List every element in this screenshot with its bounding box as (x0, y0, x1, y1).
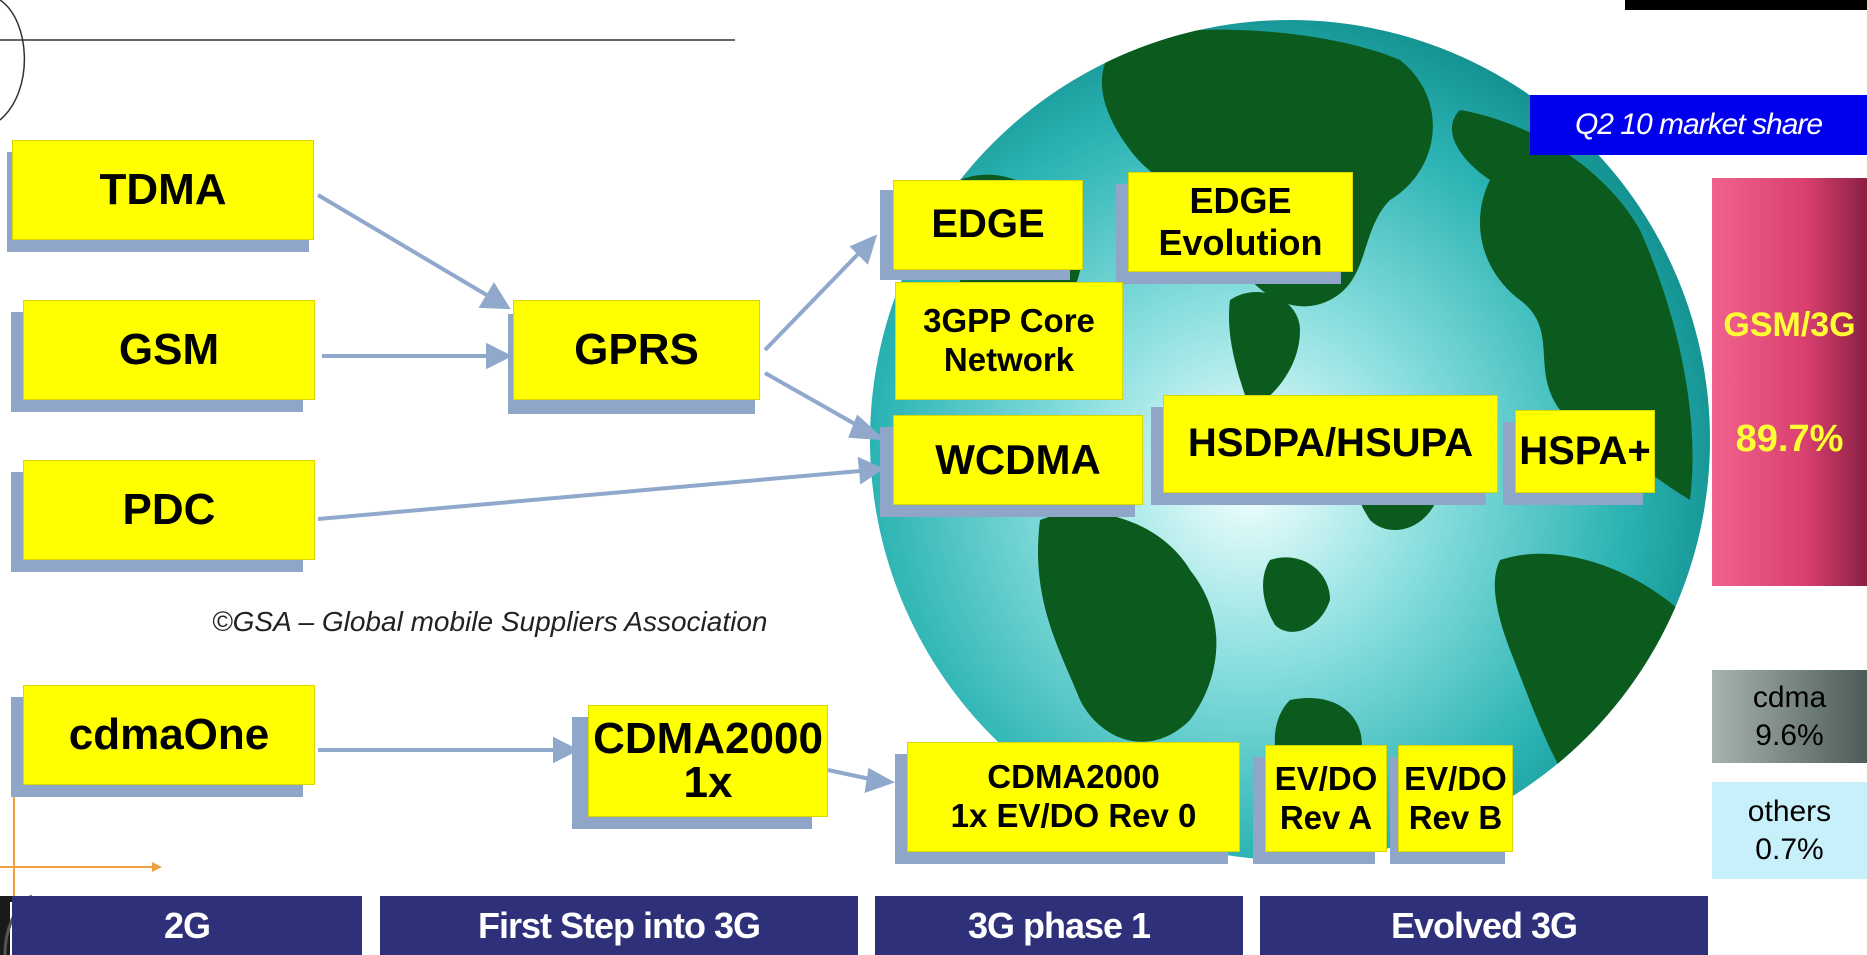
box-wcdma: WCDMA (880, 415, 1143, 517)
gsm-share-label: GSM/3G (1723, 305, 1856, 344)
box-cdma2000-evdo-rev0: CDMA2000 1x EV/DO Rev 0 (895, 742, 1240, 864)
phase-2g: 2G (12, 896, 362, 955)
arrow-cdma2000-evdo (827, 767, 895, 793)
box-edge: EDGE (880, 180, 1083, 280)
box-gsm: GSM (11, 300, 315, 412)
market-share-title: Q2 10 market share (1530, 95, 1867, 155)
box-core-network: 3GPP Core Network (895, 282, 1123, 400)
box-cdma2000-1x: CDMA2000 1x (572, 705, 828, 829)
box-hsdpa-hsupa: HSDPA/HSUPA (1151, 395, 1498, 505)
box-gsm-label: GSM (23, 300, 315, 400)
box-core-network-label: 3GPP Core Network (895, 282, 1123, 400)
decor-axis-arrowhead (152, 862, 162, 872)
arrow-cdmaone-cdma2000 (318, 736, 580, 764)
box-evdo-rev-a: EV/DO Rev A (1253, 745, 1387, 864)
box-cdmaone-label: cdmaOne (23, 685, 315, 785)
decorative-arc (0, 0, 26, 121)
arrow-gprs-edge (763, 234, 878, 352)
box-hsdpa-hsupa-label: HSDPA/HSUPA (1163, 395, 1498, 493)
box-cdma2000-1x-label: CDMA2000 1x (588, 705, 828, 817)
others-share-label: others 0.7% (1747, 795, 1832, 866)
gsm-share-value: 89.7% (1735, 418, 1844, 461)
top-right-bar (1625, 0, 1867, 10)
box-evdo-rev-b-label: EV/DO Rev B (1398, 745, 1513, 852)
gsm-share-bar (1712, 178, 1867, 586)
box-wcdma-label: WCDMA (893, 415, 1143, 505)
arrow-tdma-gprs (316, 193, 511, 310)
box-tdma-label: TDMA (12, 140, 314, 240)
box-cdma2000-evdo-rev0-label: CDMA2000 1x EV/DO Rev 0 (907, 742, 1240, 852)
arrow-gprs-wcdma (764, 371, 886, 441)
others-share-bar (1712, 782, 1867, 879)
box-gprs: GPRS (508, 300, 760, 414)
box-hspa-plus-label: HSPA+ (1515, 410, 1655, 493)
phase-3g-phase1: 3G phase 1 (875, 896, 1243, 955)
box-pdc: PDC (11, 460, 315, 572)
copyright-text: ©GSA – Global mobile Suppliers Associati… (212, 606, 768, 637)
box-gprs-label: GPRS (513, 300, 760, 400)
box-edge-evolution: EDGE Evolution (1116, 172, 1353, 284)
phase-first-step: First Step into 3G (380, 896, 858, 955)
arrow-gsm-gprs (322, 342, 513, 370)
arrow-pdc-wcdma (317, 456, 885, 521)
box-evdo-rev-b: EV/DO Rev B (1390, 745, 1513, 864)
box-cdmaone: cdmaOne (11, 685, 315, 797)
box-edge-evolution-label: EDGE Evolution (1128, 172, 1353, 272)
box-hspa-plus: HSPA+ (1503, 410, 1655, 505)
cdma-share-bar (1712, 670, 1867, 763)
box-pdc-label: PDC (23, 460, 315, 560)
cdma-share-label: cdma 9.6% (1752, 681, 1827, 752)
box-evdo-rev-a-label: EV/DO Rev A (1265, 745, 1387, 852)
box-tdma: TDMA (7, 140, 314, 252)
phase-evolved-3g: Evolved 3G (1260, 896, 1708, 955)
box-edge-label: EDGE (893, 180, 1083, 270)
